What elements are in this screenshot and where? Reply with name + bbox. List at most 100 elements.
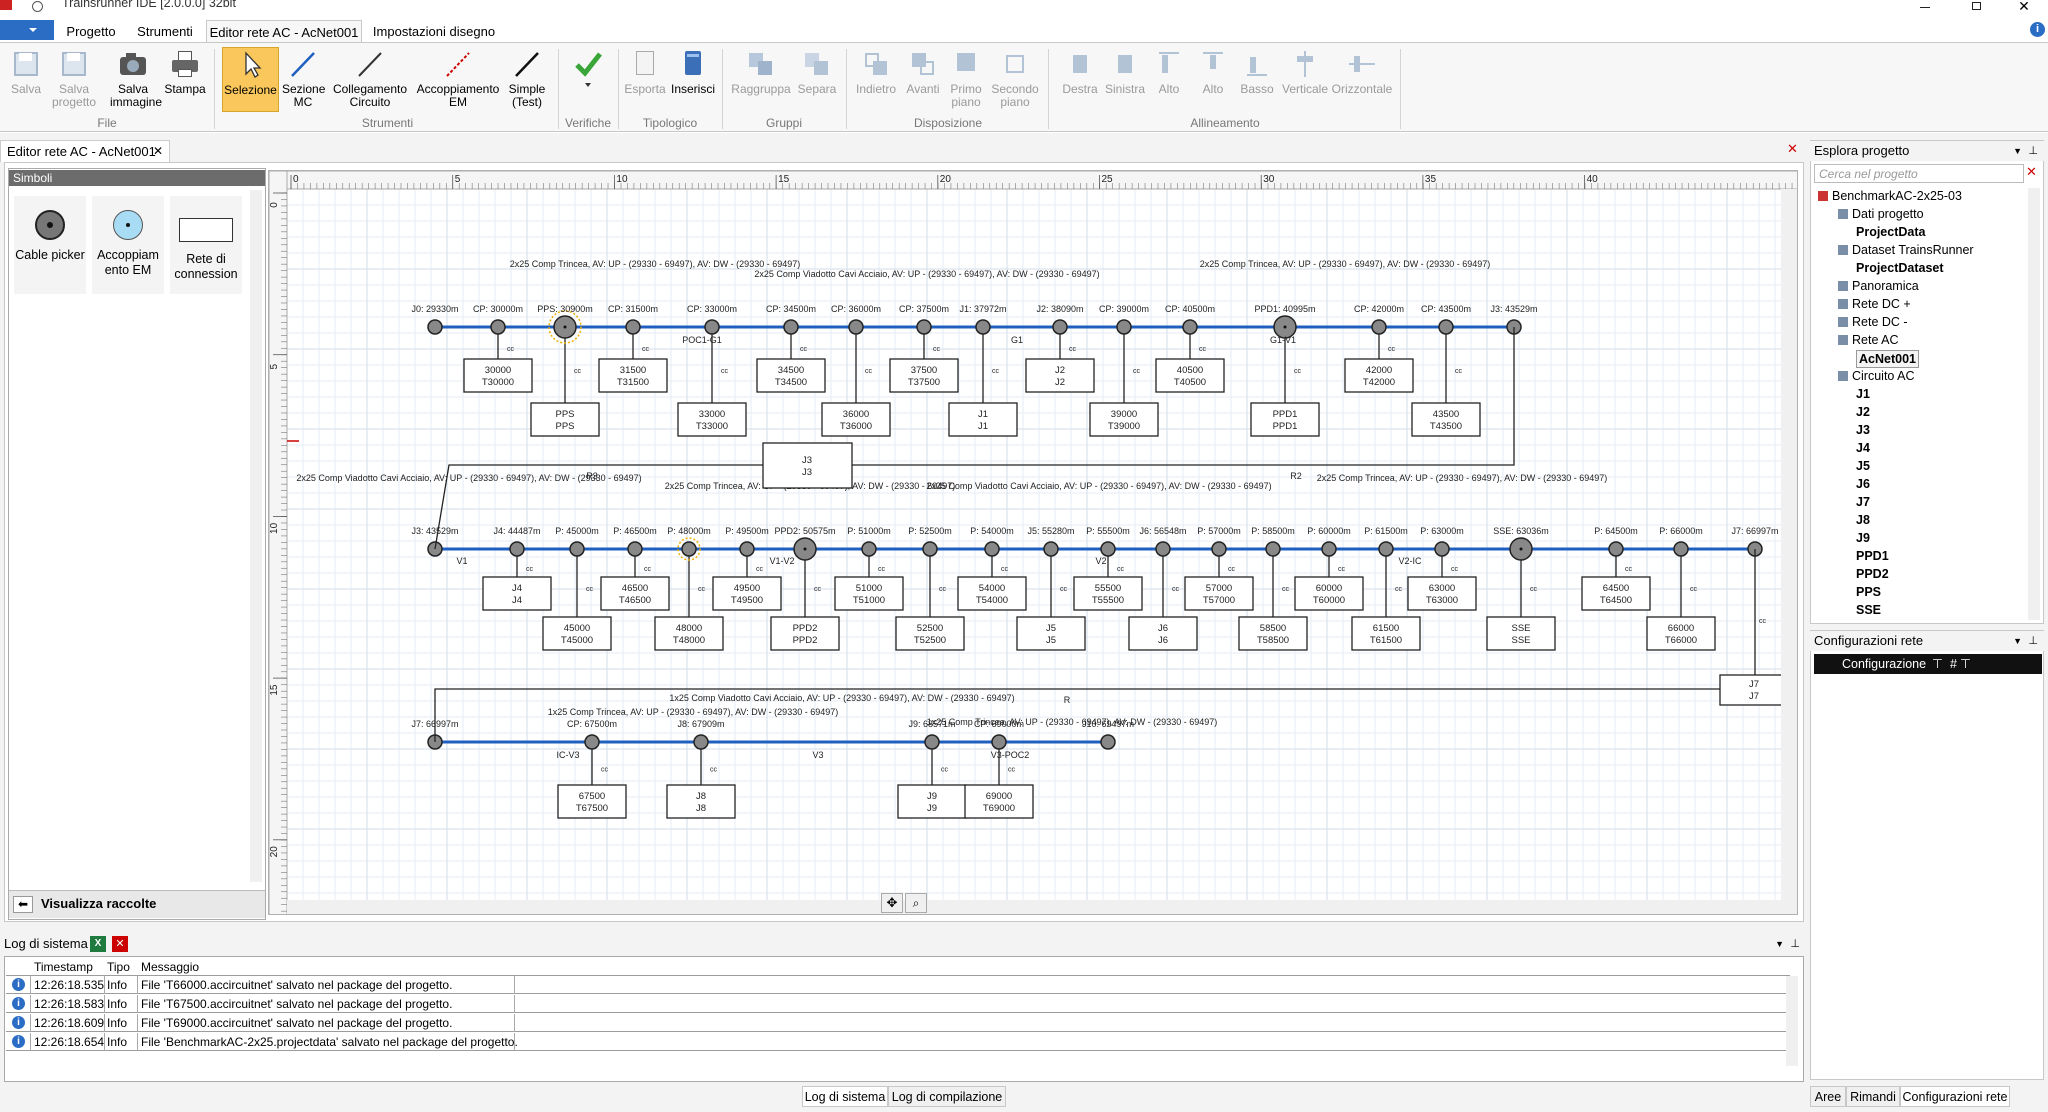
circuit-box[interactable] <box>654 616 724 651</box>
node-marker[interactable] <box>783 319 799 335</box>
node-marker[interactable] <box>1438 319 1454 335</box>
node-marker[interactable] <box>1155 541 1171 557</box>
cable-picker-symbol[interactable]: Cable picker <box>14 196 86 294</box>
node-marker[interactable] <box>861 541 877 557</box>
node-marker[interactable] <box>584 734 600 750</box>
tree-item[interactable]: Dati progetto <box>1838 206 1924 222</box>
app-settings-icon[interactable] <box>32 1 43 12</box>
circuit-box[interactable] <box>598 358 668 393</box>
primo-piano-button[interactable]: Primo piano <box>946 49 986 109</box>
circuit-box[interactable] <box>756 358 826 393</box>
column-messaggio[interactable]: Messaggio <box>141 960 200 974</box>
allinea-verticale-button[interactable]: Verticale <box>1280 49 1330 96</box>
filter-icon[interactable]: ⊤ <box>1960 657 1971 671</box>
editor-document-tab[interactable]: Editor rete AC - AcNet001✕ <box>0 140 170 162</box>
node-marker[interactable] <box>1434 541 1450 557</box>
circuit-box[interactable] <box>834 576 904 611</box>
node-marker[interactable] <box>569 541 585 557</box>
node-marker[interactable] <box>681 541 697 557</box>
minimize-button[interactable] <box>1918 0 1932 14</box>
tree-item[interactable]: PPD1 <box>1856 548 1889 564</box>
tree-item[interactable]: ProjectData <box>1856 224 1925 240</box>
verifica-button[interactable] <box>566 49 610 87</box>
raggruppa-button[interactable]: Raggruppa <box>728 49 794 96</box>
column-timestamp[interactable]: Timestamp <box>34 960 93 974</box>
node-marker[interactable] <box>1100 734 1116 750</box>
circuit-box[interactable] <box>1486 616 1556 651</box>
node-marker[interactable] <box>1100 541 1116 557</box>
node-marker[interactable] <box>739 541 755 557</box>
node-marker[interactable] <box>991 734 1007 750</box>
tab-rimandi[interactable]: Rimandi <box>1846 1086 1900 1107</box>
tree-item[interactable]: BenchmarkAC-2x25-03 <box>1818 188 1962 204</box>
pin-icon[interactable]: ⊥ <box>2028 145 2038 157</box>
circuit-box[interactable] <box>1411 402 1481 437</box>
circuit-box[interactable] <box>964 784 1034 819</box>
circuit-box[interactable] <box>770 616 840 651</box>
circuit-box[interactable] <box>557 784 627 819</box>
tree-item[interactable]: PPS <box>1856 584 1881 600</box>
zoom-tool-button[interactable]: ⌕ <box>905 893 927 913</box>
node-marker[interactable] <box>1182 319 1198 335</box>
tree-item[interactable]: J4 <box>1856 440 1870 456</box>
tree-item[interactable]: Rete AC <box>1838 332 1899 348</box>
help-icon[interactable]: i <box>2030 22 2045 37</box>
circuit-box[interactable] <box>530 402 600 437</box>
tab-editor-rete-ac[interactable]: Editor rete AC - AcNet001 <box>206 20 362 43</box>
circuit-box[interactable] <box>895 616 965 651</box>
tree-item[interactable]: Rete DC - <box>1838 314 1908 330</box>
selezione-button[interactable]: Selezione <box>222 47 279 112</box>
circuit-box[interactable] <box>1344 358 1414 393</box>
canvas-scrollbar-vertical[interactable] <box>1781 189 1798 915</box>
tree-item[interactable]: J9 <box>1856 530 1870 546</box>
tree-item[interactable]: J6 <box>1856 476 1870 492</box>
collegamento-circuito-button[interactable]: Collegamento Circuito <box>330 49 410 109</box>
panel-dropdown-icon[interactable]: ▼ <box>2013 146 2022 156</box>
circuit-box[interactable] <box>1581 576 1651 611</box>
link-box[interactable] <box>762 442 853 489</box>
node-marker[interactable] <box>916 319 932 335</box>
separa-button[interactable]: Separa <box>796 49 838 96</box>
secondo-piano-button[interactable]: Secondo piano <box>988 49 1042 109</box>
column-tipo[interactable]: Tipo <box>107 960 130 974</box>
circuit-box[interactable] <box>542 616 612 651</box>
node-marker[interactable] <box>1211 541 1227 557</box>
circuit-box[interactable] <box>482 576 552 611</box>
node-marker[interactable] <box>984 541 1000 557</box>
circuit-box[interactable] <box>1351 616 1421 651</box>
node-marker[interactable] <box>975 319 991 335</box>
tab-log-di-sistema[interactable]: Log di sistema <box>802 1086 888 1107</box>
tree-item[interactable]: J3 <box>1856 422 1870 438</box>
tab-log-di-compilazione[interactable]: Log di compilazione <box>888 1086 1006 1107</box>
tab-configurazioni-rete[interactable]: Configurazioni rete <box>1900 1086 2010 1107</box>
esporta-button[interactable]: Esporta <box>622 49 668 96</box>
circuit-box[interactable] <box>1073 576 1143 611</box>
log-scrollbar[interactable] <box>1786 976 1798 1066</box>
tab-progetto[interactable]: Progetto <box>58 20 124 43</box>
visualizza-raccolte-button[interactable]: ⬅ Visualizza raccolte <box>9 890 265 918</box>
close-document-icon[interactable]: ✕ <box>1787 141 1798 156</box>
circuit-box[interactable] <box>1646 616 1716 651</box>
stampa-button[interactable]: Stampa <box>162 49 208 96</box>
node-marker[interactable] <box>1321 541 1337 557</box>
pan-tool-button[interactable]: ✥ <box>881 893 903 913</box>
circuit-box[interactable] <box>1089 402 1159 437</box>
circuit-box[interactable] <box>1184 576 1254 611</box>
rete-connessione-symbol[interactable]: Rete di connession <box>170 196 242 294</box>
circuit-box[interactable] <box>957 576 1027 611</box>
close-window-button[interactable]: ✕ <box>2016 0 2032 14</box>
allinea-basso-button[interactable]: Basso <box>1238 49 1276 96</box>
tree-item[interactable]: Dataset TrainsRunner <box>1838 242 1974 258</box>
node-marker[interactable] <box>1673 541 1689 557</box>
tab-impostazioni-disegno[interactable]: Impostazioni disegno <box>370 20 498 43</box>
tree-item[interactable]: J2 <box>1856 404 1870 420</box>
indietro-button[interactable]: Indietro <box>852 49 900 96</box>
excel-export-icon[interactable]: X <box>90 936 106 952</box>
circuit-box[interactable] <box>1250 402 1320 437</box>
avanti-button[interactable]: Avanti <box>902 49 944 96</box>
allinea-alto-button[interactable]: Alto <box>1152 49 1186 96</box>
circuit-box[interactable] <box>948 402 1018 437</box>
column-configurazione[interactable]: Configurazione <box>1842 657 1927 671</box>
